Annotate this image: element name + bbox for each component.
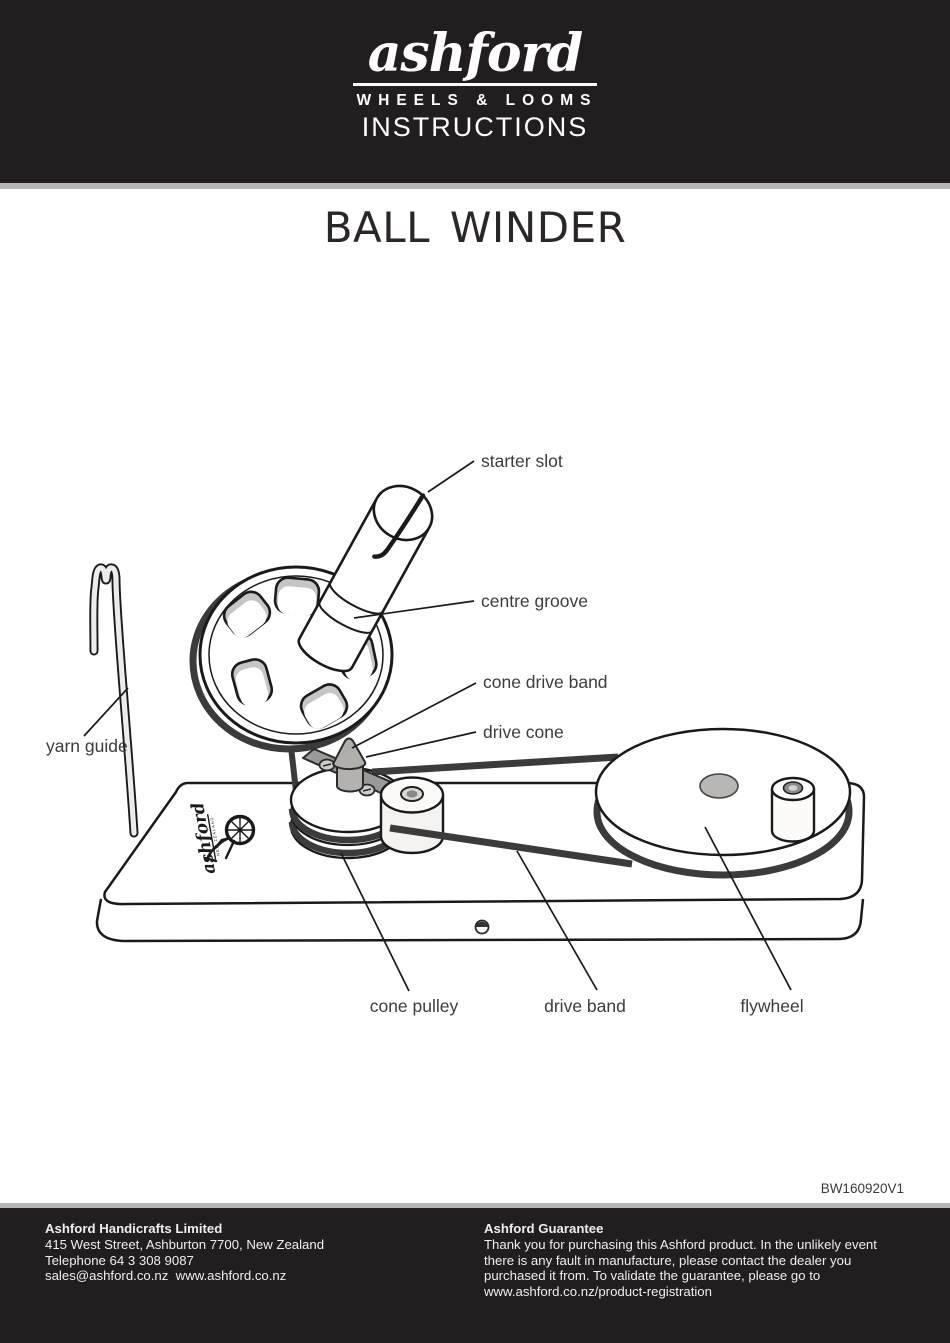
header-banner: ashford WHEELS & LOOMS INSTRUCTIONS: [0, 0, 950, 189]
company-info: Ashford Handicrafts Limited 415 West Str…: [45, 1221, 484, 1300]
label-drive-cone: drive cone: [483, 722, 564, 742]
yarn-guide-rod: [89, 563, 139, 838]
company-name: Ashford Handicrafts Limited: [45, 1221, 223, 1236]
drive-band-upper-run: [371, 753, 619, 776]
company-address: 415 West Street, Ashburton 7700, New Zea…: [45, 1236, 325, 1252]
centre-groove-lines: [328, 582, 384, 615]
handle-knob: [770, 776, 816, 843]
label-flywheel: flywheel: [740, 996, 803, 1016]
footer-banner: Ashford Handicrafts Limited 415 West Str…: [0, 1203, 950, 1343]
company-telephone: Telephone 64 3 308 9087: [45, 1252, 194, 1268]
leader-lines: [83, 460, 792, 992]
label-cone-pulley: cone pulley: [370, 996, 459, 1016]
arm-screw: [318, 758, 336, 772]
drive-band-lower-run: [389, 824, 633, 868]
drive-cone-part: [332, 737, 367, 793]
guarantee-title: Ashford Guarantee: [484, 1221, 604, 1236]
flywheel-hub-cap: [699, 773, 739, 799]
ball-winder-diagram: ashford NEW ZEALAND: [46, 451, 866, 1016]
version-code: BW160920V1: [820, 1181, 904, 1196]
spinning-wheel-icon: [203, 814, 256, 863]
label-cone-drive-band: cone drive band: [483, 672, 608, 692]
cone-drive-band-segment: [288, 746, 299, 792]
spindle: [297, 484, 434, 673]
guarantee-info: Ashford Guarantee Thank you for purchasi…: [484, 1221, 910, 1300]
label-drive-band: drive band: [544, 996, 626, 1016]
starter-slot-cut: [372, 493, 426, 559]
logo-underline: [352, 83, 598, 86]
doc-type-heading: INSTRUCTIONS: [361, 112, 589, 142]
wheel-hole: [222, 590, 272, 638]
brand-tagline: WHEELS & LOOMS: [356, 92, 598, 109]
company-contacts: sales@ashford.co.nz www.ashford.co.nz: [45, 1268, 287, 1284]
base-plate-edge: [95, 898, 865, 943]
label-starter-slot: starter slot: [481, 451, 563, 471]
wheel-hole: [299, 683, 349, 729]
ashford-logo: ashford WHEELS & LOOMS: [352, 23, 598, 110]
label-yarn-guide: yarn guide: [46, 736, 128, 756]
guarantee-body: Thank you for purchasing this Ashford pr…: [484, 1236, 877, 1300]
base-front-hole: [474, 919, 490, 935]
base-logo-country: NEW ZEALAND: [209, 816, 221, 856]
page-title: BALL WINDER: [323, 203, 627, 252]
wheel-hole: [230, 658, 274, 707]
idler-screw: [400, 786, 424, 802]
idler-roller: [379, 776, 445, 855]
brand-name: ashford: [367, 23, 584, 84]
label-centre-groove: centre groove: [481, 591, 588, 611]
flywheel-part: [593, 727, 853, 879]
wheel-hole: [273, 576, 321, 616]
